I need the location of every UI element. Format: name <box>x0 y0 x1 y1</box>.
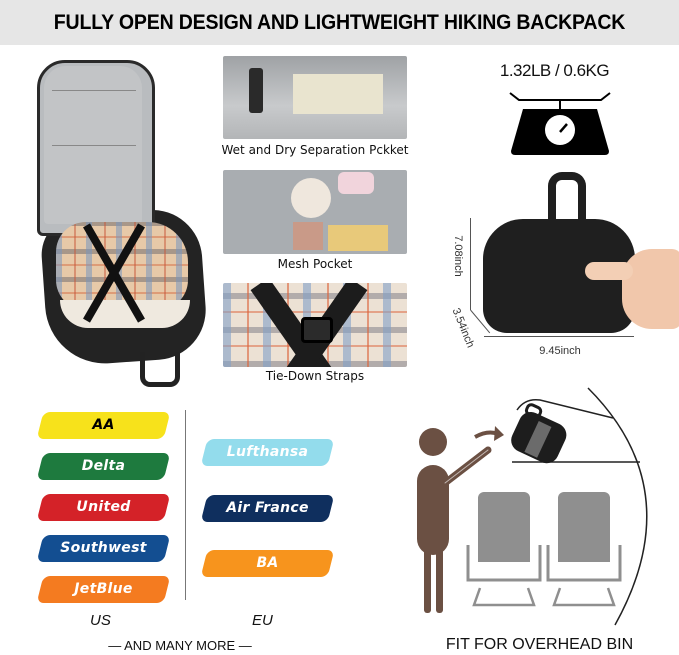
lid-zipper-top <box>52 90 136 91</box>
overhead-bin-illustration <box>417 387 648 626</box>
width-dimension-label: 9.45inch <box>539 345 581 357</box>
hand-shape <box>622 249 679 329</box>
airline-badge-united: United <box>36 494 171 521</box>
header-banner <box>0 0 679 45</box>
feature-caption-straps: Tie-Down Straps <box>265 369 365 383</box>
thumb-shape <box>585 262 633 280</box>
airline-badge-jetblue: JetBlue <box>36 576 171 603</box>
backpack-handle <box>140 352 180 387</box>
buckle-shape <box>301 317 333 343</box>
folded-bag-handle <box>548 172 586 228</box>
airline-badge-aa: AA <box>36 412 171 439</box>
tissue-shape <box>293 74 383 114</box>
page-title: FULLY OPEN DESIGN AND LIGHTWEIGHT HIKING… <box>53 11 626 34</box>
and-many-more-label: — AND MANY MORE — <box>108 638 252 653</box>
scale-icon <box>509 92 611 155</box>
seat-icon-right <box>546 492 622 607</box>
backpack-base-lining <box>60 300 190 328</box>
width-dimension-line <box>484 336 634 337</box>
bottle-shape <box>249 68 263 113</box>
airline-badge-southwest: Southwest <box>36 535 171 562</box>
backpack-in-bin-icon <box>511 403 567 464</box>
height-dimension-label: 7.08inch <box>452 235 464 277</box>
region-label-us: US <box>90 612 111 629</box>
height-dimension-line <box>470 218 471 310</box>
pink-case-shape <box>338 172 374 194</box>
wet-dry-pocket-photo <box>223 56 407 139</box>
mesh-pocket-photo <box>223 170 407 254</box>
airline-badge-lufthansa: Lufthansa <box>200 439 335 466</box>
compact-shape <box>291 178 331 218</box>
tube-shape <box>328 225 388 251</box>
seat-icon-left <box>466 492 542 607</box>
palette-shape <box>293 222 323 250</box>
weight-label: 1.32LB / 0.6KG <box>499 61 610 80</box>
tie-down-straps-photo <box>223 283 407 367</box>
airline-badge-ba: BA <box>200 550 335 577</box>
arrow-icon <box>474 426 504 441</box>
lid-zipper-middle <box>52 145 136 146</box>
depth-dimension-label: 3.54inch <box>449 306 477 350</box>
column-divider <box>185 410 186 600</box>
region-label-eu: EU <box>252 612 273 629</box>
feature-caption-wet-dry: Wet and Dry Separation Pckket <box>221 143 409 157</box>
feature-caption-mesh: Mesh Pocket <box>277 257 353 271</box>
airline-badge-air-france: Air France <box>200 495 335 522</box>
overhead-bin-caption: FIT FOR OVERHEAD BIN <box>445 636 634 653</box>
person-icon <box>417 428 492 613</box>
airline-badge-delta: Delta <box>36 453 171 480</box>
